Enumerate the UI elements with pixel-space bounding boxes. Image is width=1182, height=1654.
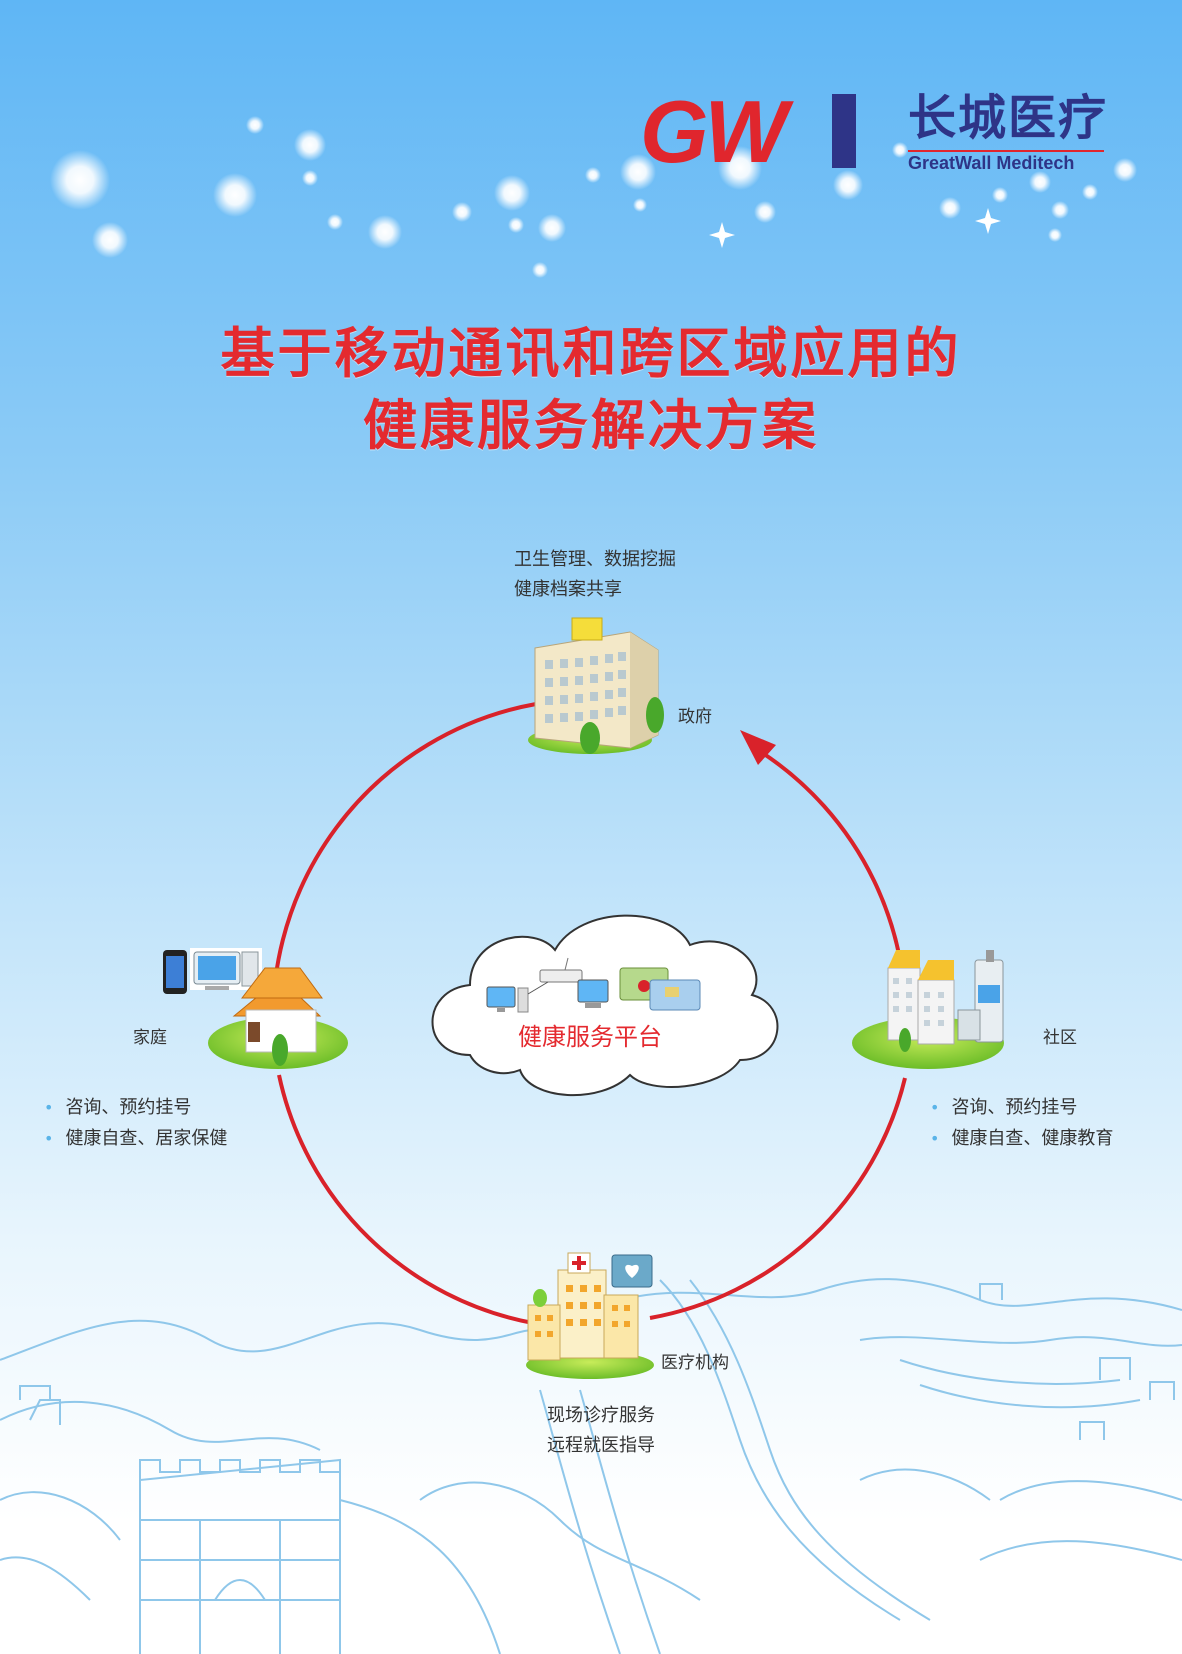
family-bullet-1: 咨询、预约挂号 xyxy=(44,1092,227,1123)
medical-desc-1: 现场诊疗服务 xyxy=(547,1405,655,1426)
family-bullet-2: 健康自查、居家保健 xyxy=(44,1123,227,1154)
community-bullet-2: 健康自查、健康教育 xyxy=(930,1123,1113,1154)
logo-mark: GW xyxy=(640,82,788,181)
sparkles xyxy=(50,116,1137,278)
logo-english-name: GreatWall Meditech xyxy=(908,153,1075,173)
government-desc-1: 卫生管理、数据挖掘 xyxy=(514,549,676,570)
community-label: 社区 xyxy=(1043,1028,1077,1048)
government-label: 政府 xyxy=(678,707,712,727)
platform-label: 健康服务平台 xyxy=(518,1023,662,1051)
logo-chinese-name: 长城医疗 xyxy=(908,90,1109,146)
platform-cloud xyxy=(431,914,779,1097)
logo-bar xyxy=(832,94,856,168)
government-building xyxy=(528,617,664,754)
page-title-line-2: 健康服务解决方案 xyxy=(363,393,819,457)
community-bullet-1: 咨询、预约挂号 xyxy=(930,1092,1113,1123)
community-bullets: 咨询、预约挂号 健康自查、健康教育 xyxy=(930,1092,1113,1154)
family-house xyxy=(163,948,348,1069)
family-bullets: 咨询、预约挂号 健康自查、居家保健 xyxy=(44,1092,227,1154)
community-buildings xyxy=(852,950,1004,1069)
page-title-line-1: 基于移动通讯和跨区域应用的 xyxy=(220,321,962,385)
government-desc-2: 健康档案共享 xyxy=(514,579,622,600)
cycle-arrowhead xyxy=(740,730,776,765)
family-label: 家庭 xyxy=(133,1028,167,1048)
medical-desc-2: 远程就医指导 xyxy=(547,1435,655,1456)
medical-label: 医疗机构 xyxy=(661,1353,729,1373)
logo-divider xyxy=(908,150,1104,152)
logo: GW 长城医疗 GreatWall Meditech xyxy=(640,88,1110,178)
medical-buildings xyxy=(526,1252,654,1379)
